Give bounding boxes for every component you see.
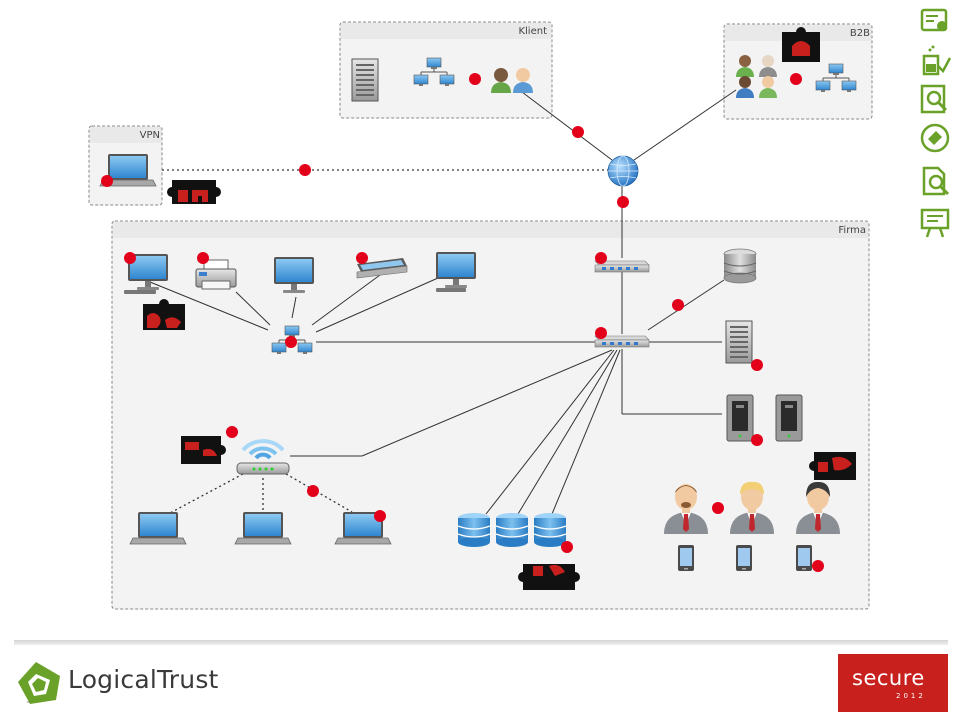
nas-storage-icon xyxy=(775,394,803,442)
sidebar-icons xyxy=(914,0,954,250)
vulnerability-markers xyxy=(101,73,824,572)
zone-klient xyxy=(339,21,553,119)
nas-storage-icon xyxy=(726,394,754,442)
puzzle-piece-icon xyxy=(809,452,856,480)
zone-klient-label: Klient xyxy=(518,26,547,37)
zone-vpn-label: VPN xyxy=(140,130,160,141)
certificate-icon[interactable] xyxy=(918,4,952,38)
event-year: 2012 xyxy=(896,692,926,700)
zone-b2b-label: B2B xyxy=(850,28,870,39)
storage-disk-icon xyxy=(495,512,529,548)
shield-badge-icon[interactable] xyxy=(918,121,952,155)
workstation-monitor-icon xyxy=(124,254,168,294)
database-icon xyxy=(723,248,757,284)
employee-icon xyxy=(730,481,774,534)
internet-globe-icon xyxy=(607,155,639,187)
mobile-phone-icon xyxy=(736,545,752,571)
b2b-users-icon xyxy=(736,55,777,98)
document-search-icon[interactable] xyxy=(918,82,952,116)
puzzle-piece-icon xyxy=(143,299,185,330)
zone-firma-label: Firma xyxy=(838,225,866,236)
mobile-phone-icon xyxy=(678,545,694,571)
wifi-router-icon xyxy=(236,439,290,475)
svg-text:™: ™ xyxy=(26,701,31,706)
logicaltrust-logo-icon: ™ xyxy=(18,662,60,706)
event-name: secure xyxy=(852,666,925,690)
employee-icon xyxy=(664,484,708,534)
wireless-links xyxy=(162,169,608,514)
laptop-icon xyxy=(129,511,187,545)
connections xyxy=(149,89,737,515)
presentation-icon[interactable] xyxy=(918,206,952,240)
secure-2012-badge: secure 2012 xyxy=(838,654,948,712)
puzzle-piece-icon xyxy=(782,27,820,62)
brand-name: LogicalTrust xyxy=(68,665,219,694)
footer-divider xyxy=(14,640,948,645)
mobile-phone-icon xyxy=(796,545,812,571)
lab-flask-icon[interactable] xyxy=(918,44,952,78)
printer-icon xyxy=(195,259,237,290)
laptop-icon xyxy=(234,511,292,545)
puzzle-piece-icon xyxy=(167,180,221,204)
zone-firma xyxy=(111,220,870,610)
puzzle-piece-icon xyxy=(518,564,580,590)
puzzle-piece-icon xyxy=(181,436,226,464)
storage-disk-icon xyxy=(533,512,567,548)
workstation-monitor-icon xyxy=(436,252,476,292)
scanner-icon xyxy=(356,258,408,279)
storage-disk-icon xyxy=(457,512,491,548)
search-document-icon[interactable] xyxy=(918,164,952,198)
klient-server-icon xyxy=(351,58,379,102)
server-tower-icon xyxy=(725,320,753,364)
klient-users-icon xyxy=(491,68,533,93)
employee-icon xyxy=(796,481,840,534)
